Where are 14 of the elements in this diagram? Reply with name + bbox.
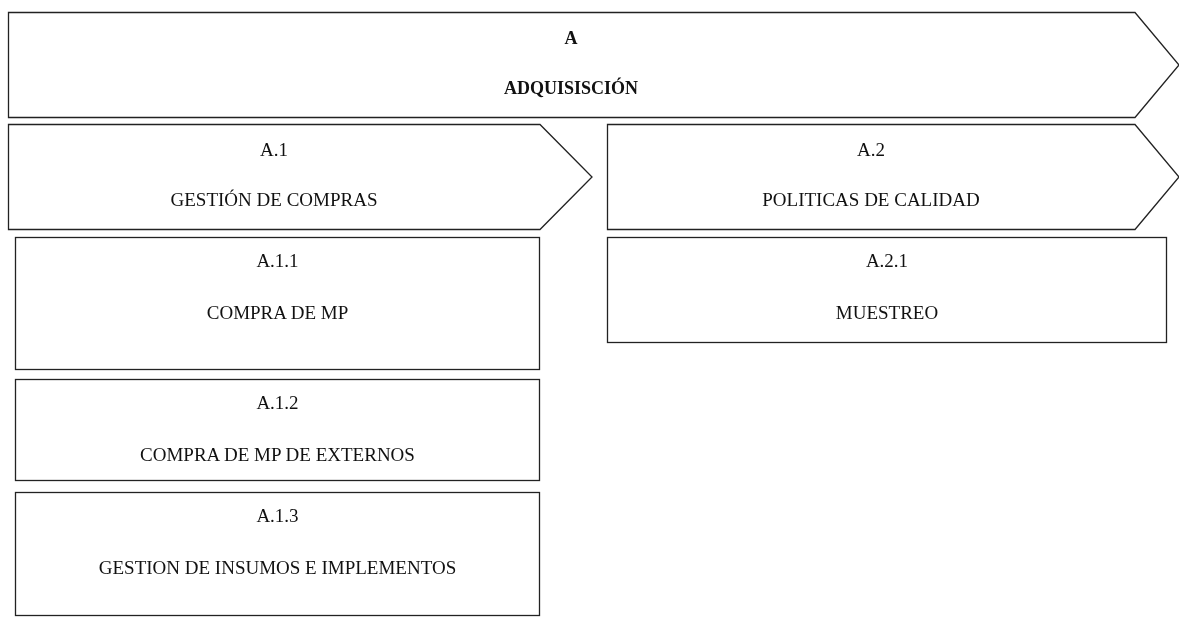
section-title: COMPRA DE MP	[206, 301, 349, 325]
section-code: A.1	[260, 138, 288, 162]
section-title: GESTION DE INSUMOS E IMPLEMENTOS	[98, 556, 457, 580]
section-code: A	[564, 27, 578, 50]
section-code: A.1.2	[256, 391, 299, 415]
section-title: GESTIÓN DE COMPRAS	[170, 188, 378, 212]
section-code: A.1.1	[256, 249, 299, 273]
section-title: ADQUISISCIÓN	[503, 76, 638, 100]
section-code: A.2.1	[865, 249, 909, 273]
section-code: A.2	[857, 138, 885, 162]
section-title: COMPRA DE MP DE EXTERNOS	[140, 443, 415, 467]
section-title: POLITICAS DE CALIDAD	[762, 188, 980, 212]
section-code: A.1.3	[256, 504, 299, 528]
section-title: MUESTREO	[835, 301, 939, 325]
